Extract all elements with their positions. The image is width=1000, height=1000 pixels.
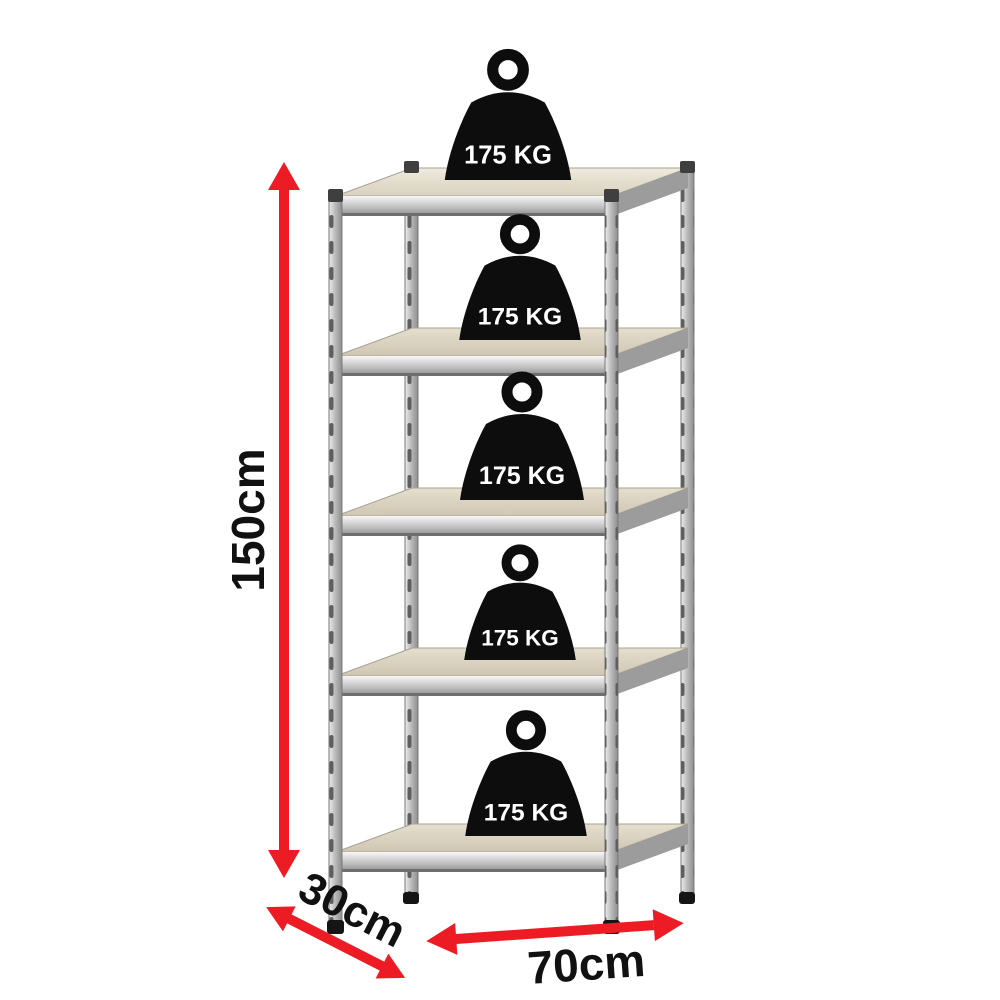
rack-upright-front-right xyxy=(604,189,619,925)
width-dimension: 70cm xyxy=(426,909,684,994)
depth-dimension-arrow xyxy=(266,906,406,979)
width-dimension-label: 70cm xyxy=(526,934,647,994)
weight-icon: 175 KG xyxy=(460,371,584,500)
weight-label: 175 KG xyxy=(481,626,559,651)
height-dimension-arrow xyxy=(268,162,300,878)
weight-icon: 175 KG xyxy=(459,214,581,340)
weight-label: 175 KG xyxy=(479,462,565,490)
rack-corner-caps xyxy=(328,161,695,202)
weight-label: 175 KG xyxy=(484,799,568,826)
weight-icon: 175 KG xyxy=(444,48,572,180)
rack-upright-front-left xyxy=(328,189,343,925)
load-capacity-weights: 175 KG 175 KG 175 KG 175 KG 175 KG xyxy=(444,48,587,836)
height-dimension: 150cm xyxy=(222,162,300,878)
shelf-2 xyxy=(335,327,689,376)
rack-upright-back-right xyxy=(680,161,695,897)
shelf-3 xyxy=(335,487,689,536)
shelf-5 xyxy=(335,823,689,872)
depth-dimension-label: 30cm xyxy=(291,863,414,958)
shelf-4 xyxy=(335,647,689,696)
weight-icon: 175 KG xyxy=(464,544,576,660)
weight-label: 175 KG xyxy=(464,142,552,170)
height-dimension-label: 150cm xyxy=(222,448,274,591)
shelving-rack xyxy=(327,161,695,934)
width-dimension-arrow xyxy=(426,909,684,955)
weight-icon: 175 KG xyxy=(465,710,587,836)
weight-label: 175 KG xyxy=(478,303,562,330)
